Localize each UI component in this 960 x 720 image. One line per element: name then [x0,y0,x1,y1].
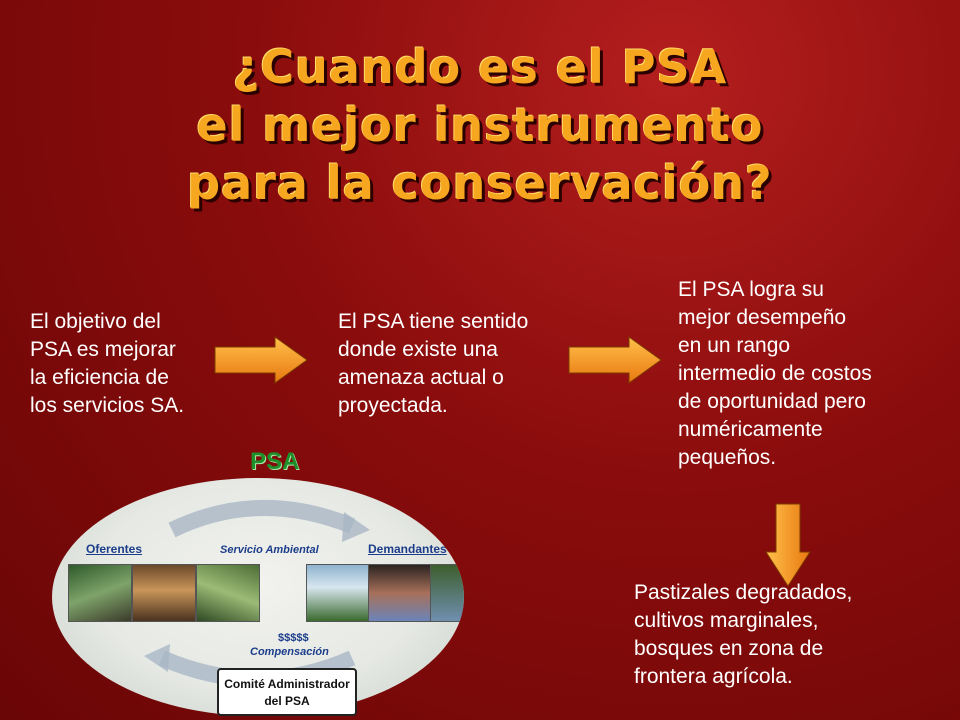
comite-administrador-box: Comité Administrador del PSA [217,668,357,716]
statement-line: intermedio de costos [678,362,872,385]
statement-line: en un rango [678,334,791,357]
statement-line: El PSA tiene sentido [338,310,529,333]
statement-threat: El PSA tiene sentido donde existe una am… [338,308,528,420]
title-line-1: ¿Cuando es el PSA [232,40,728,94]
compensacion-label: Compensación [250,646,329,658]
statement-line: El objetivo del [30,310,161,333]
title-line-2: el mejor instrumento [196,98,764,152]
drinking-water-photo [368,564,432,622]
arrow-down-icon [765,503,811,587]
statement-line: Pastizales degradados, [634,581,853,604]
oferentes-label: Oferentes [86,542,143,556]
comite-line-1: Comité Administrador [224,677,350,691]
servicio-ambiental-label: Servicio Ambiental [220,544,319,556]
statement-line: pequeños. [678,446,777,469]
psa-diagram-label: PSA [250,448,300,475]
statement-line: mejor desempeño [678,306,847,329]
trail-photo [196,564,260,622]
statement-objective: El objetivo del PSA es mejorar la eficie… [30,308,184,420]
statement-areas: Pastizales degradados, cultivos marginal… [634,579,852,691]
arrow-right-icon [214,336,308,384]
statement-line: cultivos marginales, [634,609,819,632]
statement-line: PSA es mejorar [30,338,176,361]
statement-line: amenaza actual o [338,366,504,389]
statement-line: numéricamente [678,418,823,441]
comite-line-2: del PSA [264,694,310,708]
arrow-right-icon [568,336,662,384]
statement-line: la eficiencia de [30,366,169,389]
statement-line: frontera agrícola. [634,665,793,688]
statement-line: de oportunidad pero [678,390,866,413]
farmer-photo [132,564,196,622]
statement-line: El PSA logra su [678,278,824,301]
hikers-photo [430,564,464,622]
slide-title: ¿Cuando es el PSA el mejor instrumento p… [170,38,790,212]
demandantes-label: Demandantes [368,542,447,556]
statement-line: donde existe una [338,338,498,361]
statement-line: los servicios SA. [30,394,185,417]
money-symbols: $$$$$ [278,632,309,644]
statement-line: bosques en zona de [634,637,824,660]
psa-diagram: Oferentes Servicio Ambiental Demandantes… [52,478,464,716]
waterfall-photo [306,564,370,622]
title-line-3: para la conservación? [187,156,773,210]
forest-stream-photo [68,564,132,622]
statement-performance: El PSA logra su mejor desempeño en un ra… [678,276,872,472]
statement-line: proyectada. [338,394,448,417]
